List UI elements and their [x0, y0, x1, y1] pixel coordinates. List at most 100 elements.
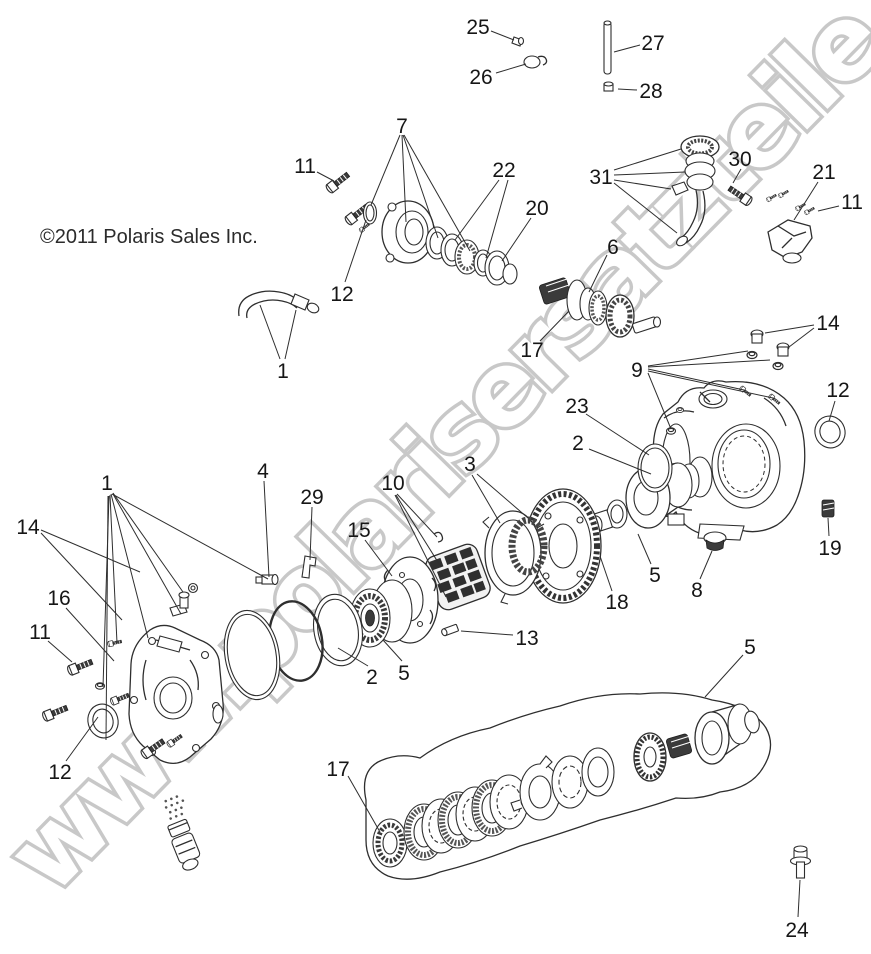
part-label-8: 8 — [691, 579, 703, 602]
part-label-7: 7 — [396, 115, 408, 138]
part-label-5: 5 — [744, 636, 756, 659]
part-label-2: 2 — [572, 432, 584, 455]
leader-line — [112, 492, 184, 593]
part-label-12: 12 — [826, 379, 849, 402]
leader-line — [588, 448, 652, 475]
part-label-30: 30 — [728, 148, 751, 171]
leader-line — [699, 550, 713, 580]
leader-line — [647, 368, 745, 391]
leader-line — [647, 372, 672, 430]
leader-line — [613, 182, 678, 234]
leader-line — [613, 148, 682, 171]
vent-fitting-parts-drawing — [511, 20, 614, 92]
leader-line — [588, 254, 608, 293]
leader-line — [316, 171, 335, 182]
leader-line — [401, 134, 407, 223]
copyright-text: ©2011 Polaris Sales Inc. — [40, 226, 258, 248]
pin-drawing — [441, 623, 459, 637]
part-label-18: 18 — [605, 591, 628, 614]
leader-line — [403, 134, 471, 252]
leader-line — [105, 495, 109, 741]
leader-line — [617, 88, 638, 91]
leader-line — [259, 304, 281, 360]
part-label-14: 14 — [816, 312, 840, 335]
part-label-29: 29 — [300, 486, 323, 509]
leader-line — [827, 517, 830, 537]
part-label-31: 31 — [589, 166, 612, 189]
leader-line — [382, 639, 403, 662]
leader-line — [828, 400, 836, 422]
clutch-pack-drawing — [363, 692, 772, 880]
part-label-3: 3 — [464, 453, 476, 476]
part-label-27: 27 — [641, 32, 664, 55]
leader-line — [817, 205, 840, 212]
leader-line — [110, 493, 149, 639]
leader-line — [495, 63, 527, 74]
leader-line — [460, 630, 514, 636]
part-label-16: 16 — [47, 587, 70, 610]
part-label-4: 4 — [257, 460, 269, 483]
leader-line — [111, 493, 269, 580]
leader-line — [647, 359, 771, 368]
fill-cap-dipstick-drawing — [671, 135, 754, 247]
leader-line — [347, 775, 381, 833]
part-label-12: 12 — [48, 761, 71, 784]
leader-line — [613, 44, 641, 53]
part-label-24: 24 — [785, 919, 809, 942]
part-label-5: 5 — [398, 662, 410, 685]
part-label-5: 5 — [649, 564, 661, 587]
part-label-21: 21 — [812, 161, 835, 184]
part-label-22: 22 — [492, 159, 515, 182]
leader-line — [344, 219, 367, 283]
leader-line — [764, 324, 815, 334]
leader-line — [40, 529, 141, 573]
part-label-17: 17 — [326, 758, 349, 781]
part-label-26: 26 — [469, 66, 492, 89]
part-label-6: 6 — [607, 236, 619, 259]
leader-line — [364, 539, 393, 577]
leader-line — [797, 879, 801, 918]
oil-pump-assembly-drawing — [324, 169, 518, 286]
leader-line — [47, 640, 73, 663]
pinion-shaft-drawing — [538, 277, 662, 338]
leader-line — [485, 179, 509, 259]
vent-hose-drawing — [238, 290, 320, 319]
leader-line — [309, 506, 313, 561]
leader-line — [402, 134, 439, 239]
part-label-15: 15 — [347, 519, 370, 542]
leader-line — [647, 350, 749, 367]
part-label-13: 13 — [515, 627, 538, 650]
part-label-11: 11 — [294, 155, 316, 178]
leader-line — [337, 647, 369, 667]
part-label-11: 11 — [841, 191, 863, 214]
part-label-19: 19 — [818, 537, 841, 560]
part-label-25: 25 — [466, 16, 489, 39]
sensor-bracket-drawing — [765, 189, 816, 264]
leader-line — [788, 327, 815, 348]
leader-line — [263, 480, 270, 578]
leader-line — [501, 217, 532, 262]
leader-line — [490, 30, 515, 41]
leader-line — [732, 168, 742, 184]
leader-line — [396, 493, 438, 538]
gearcase-housing-drawing — [652, 329, 846, 551]
leader-line — [370, 134, 401, 206]
part-label-14: 14 — [16, 516, 40, 539]
part-label-23: 23 — [565, 395, 588, 418]
leader-line — [394, 494, 447, 598]
leader-line — [112, 493, 182, 615]
part-label-28: 28 — [639, 80, 662, 103]
leader-line — [476, 473, 529, 519]
part-label-20: 20 — [525, 197, 548, 220]
clutch-gear-train-drawing — [223, 443, 713, 701]
part-label-17: 17 — [520, 339, 543, 362]
leader-line — [539, 310, 570, 342]
part-label-1: 1 — [277, 360, 289, 383]
leader-line — [40, 532, 123, 621]
part-label-10: 10 — [381, 472, 404, 495]
leader-line — [793, 181, 819, 221]
leader-line — [585, 413, 650, 456]
leader-line — [471, 474, 501, 524]
